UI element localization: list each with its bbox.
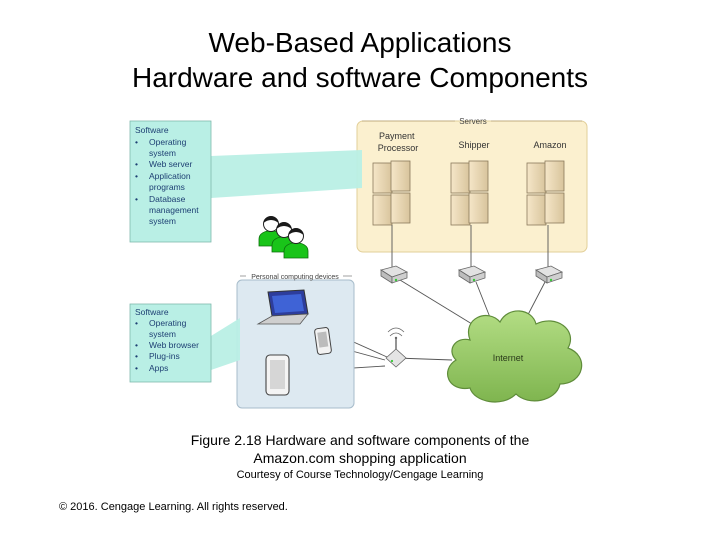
list-item: Operating system xyxy=(149,318,189,339)
slide-title-line-1: Web-Based Applications xyxy=(208,27,512,58)
client-software-heading: Software xyxy=(135,307,169,317)
server-group-amazon: Amazon xyxy=(533,140,566,150)
bullet: • xyxy=(135,137,138,147)
user-icon xyxy=(283,228,309,259)
server-group-label: Amazon xyxy=(533,140,566,150)
server-software-list: • Operating system • Web server • Applic… xyxy=(135,137,201,226)
list-item-line: system xyxy=(149,148,176,158)
server-group-shipper: Shipper xyxy=(458,140,489,150)
list-item-line: Operating xyxy=(149,137,187,147)
bullet: • xyxy=(135,159,138,169)
list-item-line: Operating xyxy=(149,318,187,328)
list-item-line: management xyxy=(149,205,199,215)
internet-label: Internet xyxy=(493,353,524,363)
server-label-line: Processor xyxy=(378,143,419,153)
bullet: • xyxy=(135,363,138,373)
client-software-list: • Operating system • Web browser • Plug-… xyxy=(135,318,199,373)
server-group-payment-processor: Payment Processor xyxy=(378,131,419,153)
client-software-callout: Software • Operating system • Web browse… xyxy=(129,303,240,383)
list-item: Plug-ins xyxy=(149,351,180,361)
user-icon xyxy=(258,216,284,247)
servers-label: Servers xyxy=(459,117,487,126)
list-item: Database management system xyxy=(149,194,201,226)
list-item: Web server xyxy=(149,159,192,169)
users-icon xyxy=(258,216,309,259)
callout-box xyxy=(129,303,212,383)
list-item-line: system xyxy=(149,329,176,339)
server-software-heading: Software xyxy=(135,125,169,135)
internet-cloud-icon: Internet xyxy=(447,310,583,403)
server-group-label: Payment Processor xyxy=(378,131,419,153)
list-item: Application programs xyxy=(149,171,193,192)
wireless-access-point-icon xyxy=(385,327,407,368)
callout-pointer xyxy=(211,150,362,198)
bullet: • xyxy=(135,340,138,350)
list-item-line: system xyxy=(149,216,176,226)
bullet: • xyxy=(135,194,138,204)
list-item-line: programs xyxy=(149,182,185,192)
server-group-label: Shipper xyxy=(458,140,489,150)
list-item: Operating system xyxy=(149,137,189,158)
figure-caption-line-2: Amazon.com shopping application xyxy=(253,450,467,466)
router-payment-icon xyxy=(380,265,408,284)
bullet: • xyxy=(135,351,138,361)
list-item-line: Database xyxy=(149,194,186,204)
router-shipper-icon xyxy=(458,265,486,284)
list-item: Apps xyxy=(149,363,168,373)
copyright-notice: © 2016. Cengage Learning. All rights res… xyxy=(59,501,288,513)
server-stack-amazon-icon xyxy=(526,160,565,226)
callout-pointer xyxy=(211,318,240,370)
tablet-icon xyxy=(265,354,290,396)
server-stack-shipper-icon xyxy=(450,160,489,226)
server-software-callout: Software • Operating system • Web server… xyxy=(129,120,362,243)
slide-title-line-2: Hardware and software Components xyxy=(131,62,588,93)
figure-caption-line-1: Figure 2.18 Hardware and software compon… xyxy=(190,432,530,448)
bullet: • xyxy=(135,318,138,328)
devices-label: Personal computing devices xyxy=(251,274,339,281)
laptop-icon xyxy=(256,289,309,325)
smartphone-icon xyxy=(314,327,332,355)
list-item-line: Application xyxy=(149,171,191,181)
image-credit: Courtesy of Course Technology/Cengage Le… xyxy=(236,469,484,481)
router-amazon-icon xyxy=(535,265,563,284)
server-stack-payment-icon xyxy=(372,160,411,226)
list-item: Web browser xyxy=(149,340,199,350)
bullet: • xyxy=(135,171,138,181)
server-label-line: Payment xyxy=(379,131,415,141)
callout-box xyxy=(129,120,212,243)
